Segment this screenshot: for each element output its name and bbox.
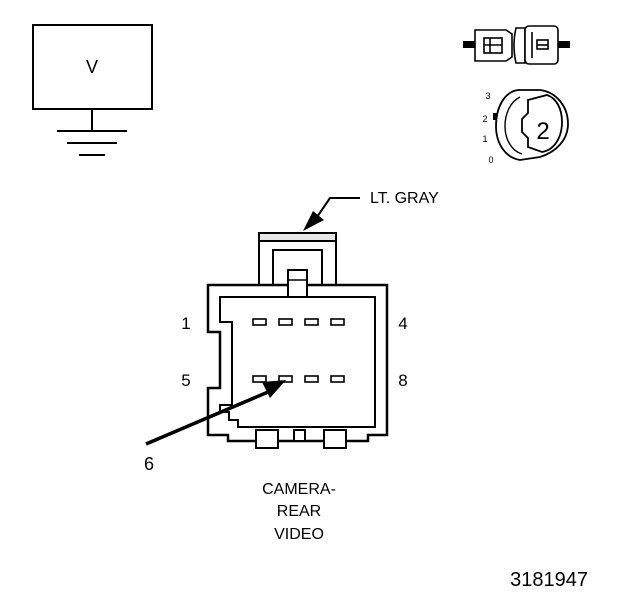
pin-label-4: 4 bbox=[398, 314, 407, 333]
pin-label-5: 5 bbox=[181, 371, 190, 390]
terminal-row-top bbox=[252, 318, 345, 326]
terminal-7 bbox=[304, 375, 319, 383]
terminal-5 bbox=[252, 375, 267, 383]
connector-housing-inner bbox=[219, 296, 376, 428]
key-icon bbox=[521, 94, 563, 153]
connector-name-line-1: CAMERA- bbox=[262, 481, 336, 498]
connector-color-label: LT. GRAY bbox=[370, 190, 439, 207]
connector-pair-icon bbox=[463, 25, 570, 65]
figure-number: 3181947 bbox=[510, 569, 588, 591]
terminal-1 bbox=[252, 318, 267, 326]
terminal-8 bbox=[330, 375, 345, 383]
connector-tab-right bbox=[323, 429, 347, 449]
switch-dial-inner bbox=[504, 96, 523, 155]
switch-position-3: 3 bbox=[485, 91, 490, 101]
terminal-row-bottom bbox=[252, 375, 345, 383]
connector-tab-left bbox=[255, 429, 279, 449]
terminal-3 bbox=[304, 318, 319, 326]
color-callout-arrow bbox=[303, 197, 360, 231]
switch-selected-label: 2 bbox=[536, 118, 549, 145]
connector-tab-center bbox=[293, 429, 306, 442]
switch-position-0: 0 bbox=[488, 155, 493, 165]
connector-key bbox=[287, 269, 308, 298]
terminal-callout-label: 6 bbox=[144, 454, 154, 474]
switch-position-2: 2 bbox=[482, 114, 487, 124]
connector-name: CAMERA- REAR VIDEO bbox=[262, 481, 336, 543]
voltmeter-symbol: V bbox=[32, 24, 153, 156]
ground-icon bbox=[57, 109, 127, 156]
connector-name-line-3: VIDEO bbox=[274, 526, 324, 543]
terminal-callout-arrow bbox=[145, 380, 286, 446]
switch-position-1: 1 bbox=[482, 134, 487, 144]
connector-body bbox=[206, 232, 389, 449]
pin-label-8: 8 bbox=[398, 371, 407, 390]
connector-latch-cap bbox=[258, 232, 337, 242]
terminal-4 bbox=[330, 318, 345, 326]
terminal-6 bbox=[278, 375, 293, 383]
terminal-2 bbox=[278, 318, 293, 326]
rotary-switch-icon: 3 2 1 0 2 bbox=[482, 89, 569, 165]
pin-label-1: 1 bbox=[181, 314, 190, 333]
voltmeter-box bbox=[32, 24, 153, 110]
voltmeter-label: V bbox=[86, 57, 98, 77]
connector-name-line-2: REAR bbox=[277, 503, 321, 520]
